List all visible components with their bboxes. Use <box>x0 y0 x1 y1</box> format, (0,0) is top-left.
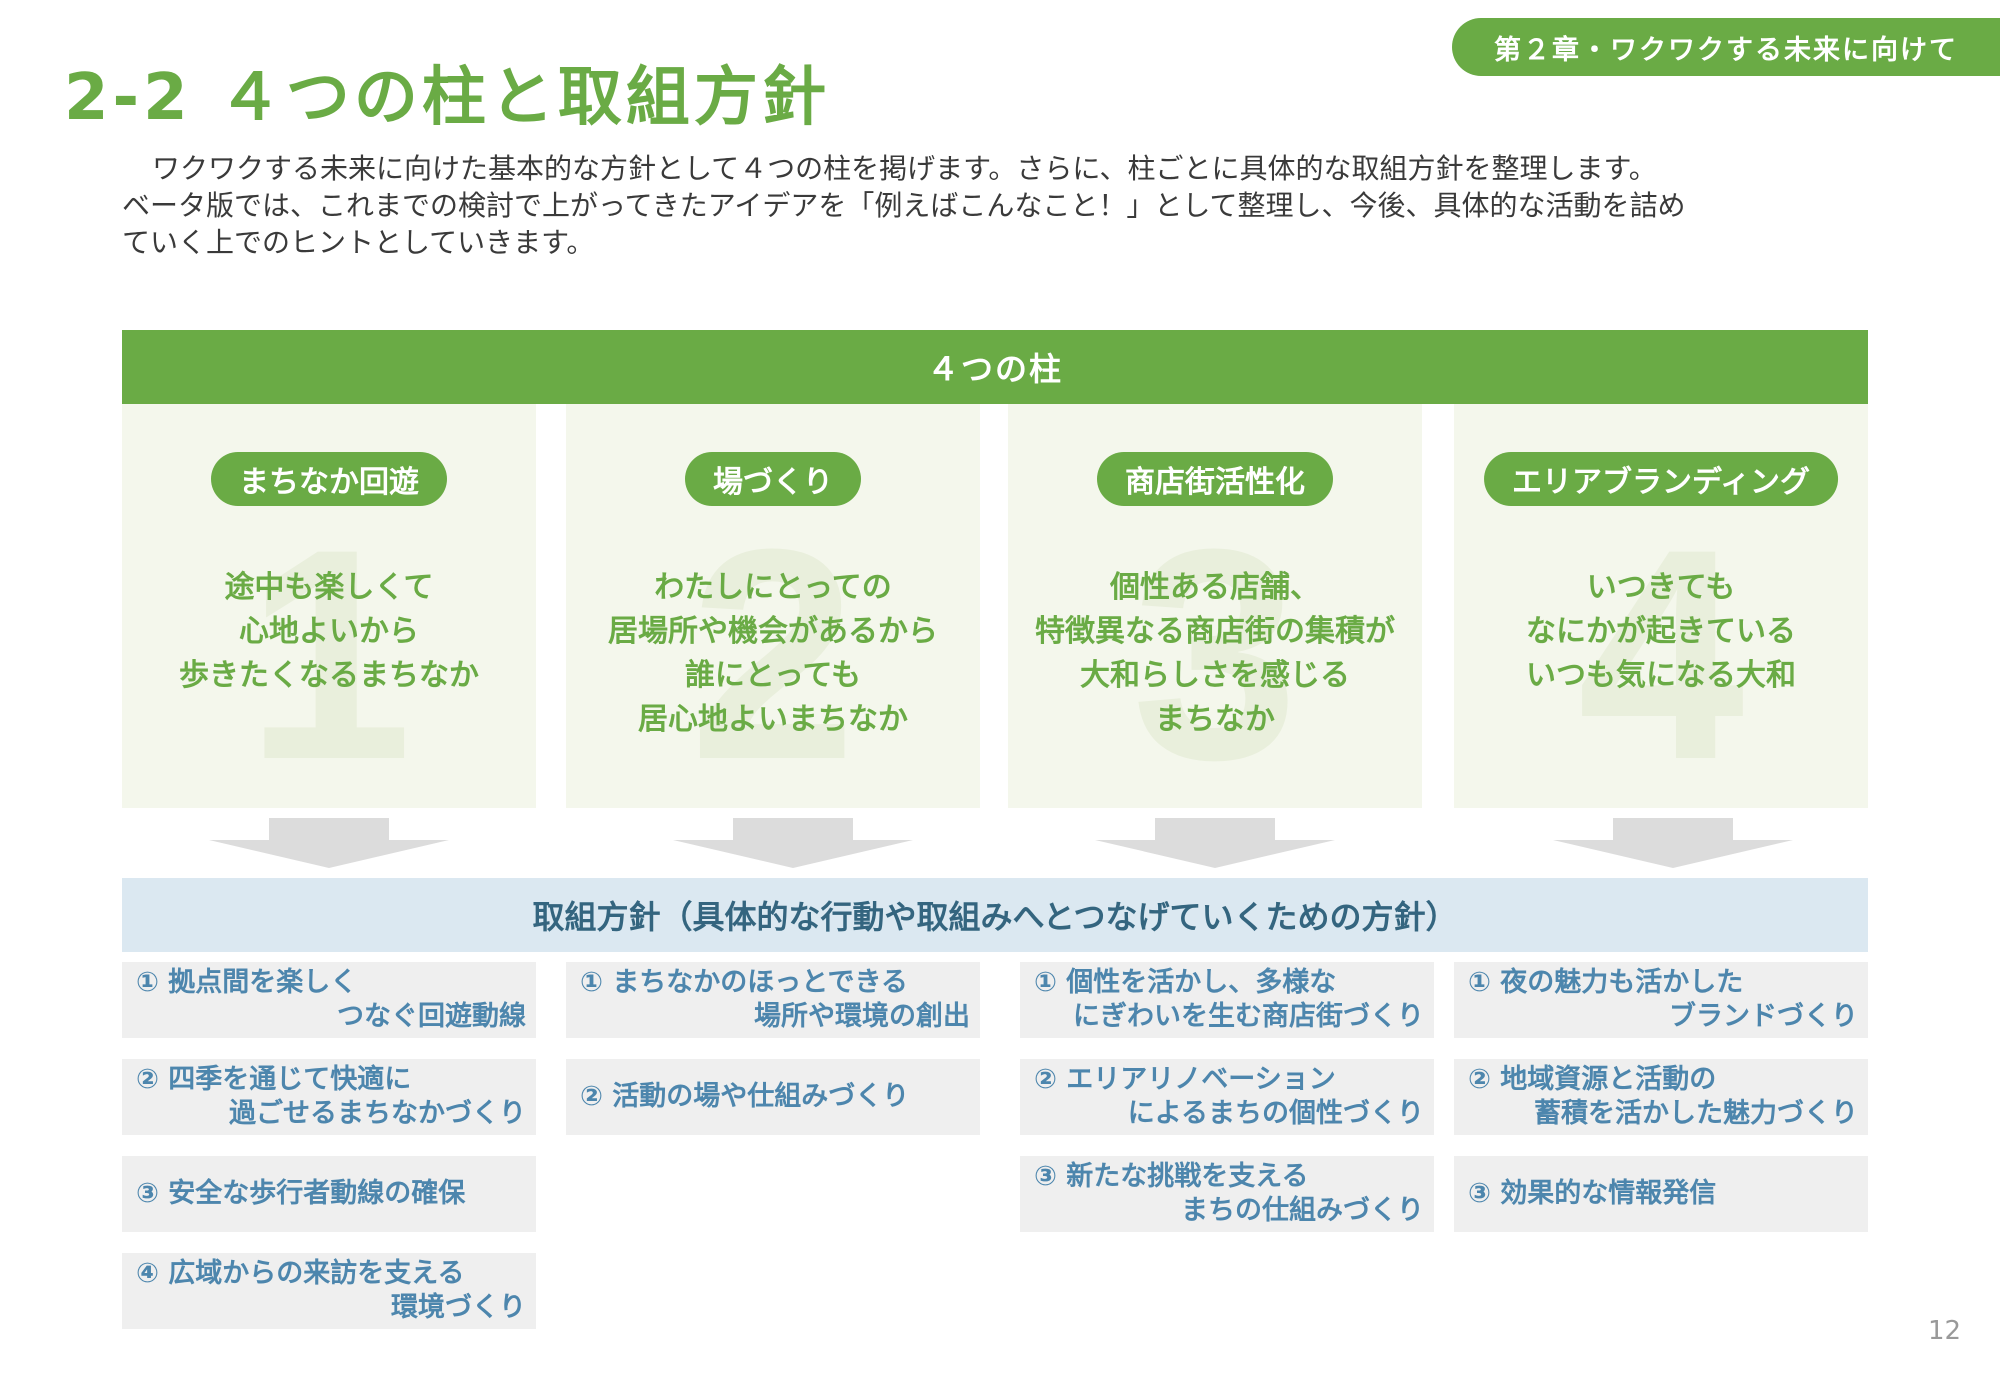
policy-line-2: 場所や環境の創出 <box>754 1001 970 1032</box>
pillar-name: 商店街活性化 <box>1097 452 1333 506</box>
policy-line-2: まちの仕組みづくり <box>1181 1195 1424 1226</box>
pillar-desc-line: 居場所や機会があるから <box>608 614 938 649</box>
down-arrow-icon <box>1553 818 1793 868</box>
policy-line-2: 蓄積を活かした魅力づくり <box>1534 1098 1858 1129</box>
policy-line-1: ③ 安全な歩行者動線の確保 <box>136 1178 466 1209</box>
policy-header: 取組方針（具体的な行動や取組みへとつなげていくための方針） <box>122 878 1868 952</box>
policy-line-2: によるまちの個性づくり <box>1127 1098 1424 1129</box>
pillar-desc-line: 大和らしさを感じる <box>1080 658 1350 693</box>
policy-line-1: ③ 新たな挑戦を支える <box>1034 1161 1309 1192</box>
down-arrow-icon <box>1095 818 1335 868</box>
pillar-desc-line: 個性ある店舗、 <box>1110 570 1320 605</box>
pillar-card-4: 4 エリアブランディング いつきても なにかが起きている いつも気になる大和 <box>1454 404 1868 808</box>
pillar-name: エリアブランディング <box>1484 452 1838 506</box>
policy-item: ③ 新たな挑戦を支える まちの仕組みづくり <box>1020 1156 1434 1232</box>
page-title: 2-2 ４つの柱と取組方針 <box>64 61 830 135</box>
policy-item: ① 夜の魅力も活かした ブランドづくり <box>1454 962 1868 1038</box>
policy-item: ① 個性を活かし、多様な にぎわいを生む商店街づくり <box>1020 962 1434 1038</box>
pillar-desc-line: 特徴異なる商店街の集積が <box>1035 614 1395 649</box>
policy-item: ② 四季を通じて快適に 過ごせるまちなかづくり <box>122 1059 536 1135</box>
pillar-desc-line: 居心地よいまちなか <box>638 702 908 737</box>
policy-item: ① まちなかのほっとできる 場所や環境の創出 <box>566 962 980 1038</box>
policy-line-1: ① 個性を活かし、多様な <box>1034 967 1337 998</box>
intro-text: ワクワクする未来に向けた基本的な方針として４つの柱を掲げます。さらに、柱ごとに具… <box>122 150 1882 261</box>
pillar-number: 2 <box>689 486 857 808</box>
pillar-card-2: 2 場づくり わたしにとっての 居場所や機会があるから 誰にとっても 居心地よい… <box>566 404 980 808</box>
policy-line-2: ブランドづくり <box>1669 1001 1858 1032</box>
policy-line-1: ④ 広域からの来訪を支える <box>136 1258 465 1289</box>
pillar-desc-line: 途中も楽しくて <box>224 570 434 605</box>
policy-item: ③ 効果的な情報発信 <box>1454 1156 1868 1232</box>
pillar-name: 場づくり <box>685 452 861 506</box>
pillar-desc-line: わたしにとっての <box>654 570 892 605</box>
policy-line-1: ② 四季を通じて快適に <box>136 1064 412 1095</box>
intro-line-2: ベータ版では、これまでの検討で上がってきたアイデアを「例えばこんなこと！」として… <box>122 189 1686 222</box>
policy-line-2: にぎわいを生む商店街づくり <box>1073 1001 1424 1032</box>
pillar-desc-line: 歩きたくなるまちなか <box>179 658 479 693</box>
policy-item: ② エリアリノベーション によるまちの個性づくり <box>1020 1059 1434 1135</box>
policy-item: ② 地域資源と活動の 蓄積を活かした魅力づくり <box>1454 1059 1868 1135</box>
pillar-description: 個性ある店舗、 特徴異なる商店街の集積が 大和らしさを感じる まちなか <box>1008 566 1422 742</box>
policy-line-1: ② 地域資源と活動の <box>1468 1064 1717 1095</box>
pillar-card-1: 1 まちなか回遊 途中も楽しくて 心地よいから 歩きたくなるまちなか <box>122 404 536 808</box>
pillar-desc-line: 心地よいから <box>239 614 419 649</box>
chapter-tag: 第２章・ワクワクする未来に向けて <box>1452 18 2000 76</box>
pillar-desc-line: いつきても <box>1586 570 1736 605</box>
policy-line-1: ① 夜の魅力も活かした <box>1468 967 1744 998</box>
pillar-card-3: 3 商店街活性化 個性ある店舗、 特徴異なる商店街の集積が 大和らしさを感じる … <box>1008 404 1422 808</box>
intro-line-1: ワクワクする未来に向けた基本的な方針として４つの柱を掲げます。さらに、柱ごとに具… <box>152 152 1657 185</box>
policy-line-1: ① まちなかのほっとできる <box>580 967 908 998</box>
pillar-number: 4 <box>1577 486 1745 808</box>
pillar-desc-line: 誰にとっても <box>684 658 862 693</box>
policy-line-2: 過ごせるまちなかづくり <box>229 1098 526 1129</box>
pillars-header: ４つの柱 <box>122 330 1868 404</box>
down-arrow-icon <box>209 818 449 868</box>
pillar-description: 途中も楽しくて 心地よいから 歩きたくなるまちなか <box>122 566 536 698</box>
down-arrow-icon <box>673 818 913 868</box>
pillar-description: わたしにとっての 居場所や機会があるから 誰にとっても 居心地よいまちなか <box>566 566 980 742</box>
policy-item: ③ 安全な歩行者動線の確保 <box>122 1156 536 1232</box>
page-number: 12 <box>1928 1316 1962 1346</box>
pillar-name: まちなか回遊 <box>211 452 447 506</box>
pillar-desc-line: なにかが起きている <box>1526 614 1796 649</box>
policy-line-1: ① 拠点間を楽しく <box>136 967 358 998</box>
policy-item: ② 活動の場や仕組みづくり <box>566 1059 980 1135</box>
policy-line-2: つなぐ回遊動線 <box>337 1001 526 1032</box>
pillar-description: いつきても なにかが起きている いつも気になる大和 <box>1454 566 1868 698</box>
intro-line-3: ていく上でのヒントとしていきます。 <box>122 226 595 259</box>
policy-item: ④ 広域からの来訪を支える 環境づくり <box>122 1253 536 1329</box>
policy-item: ① 拠点間を楽しく つなぐ回遊動線 <box>122 962 536 1038</box>
policy-line-1: ② 活動の場や仕組みづくり <box>580 1081 910 1112</box>
policy-line-1: ③ 効果的な情報発信 <box>1468 1178 1717 1209</box>
pillar-desc-line: いつも気になる大和 <box>1526 658 1796 693</box>
pillar-number: 3 <box>1131 486 1299 808</box>
pillar-desc-line: まちなか <box>1155 702 1275 737</box>
policy-line-2: 環境づくり <box>391 1292 526 1323</box>
policy-line-1: ② エリアリノベーション <box>1034 1064 1336 1095</box>
pillar-number: 1 <box>245 486 413 808</box>
